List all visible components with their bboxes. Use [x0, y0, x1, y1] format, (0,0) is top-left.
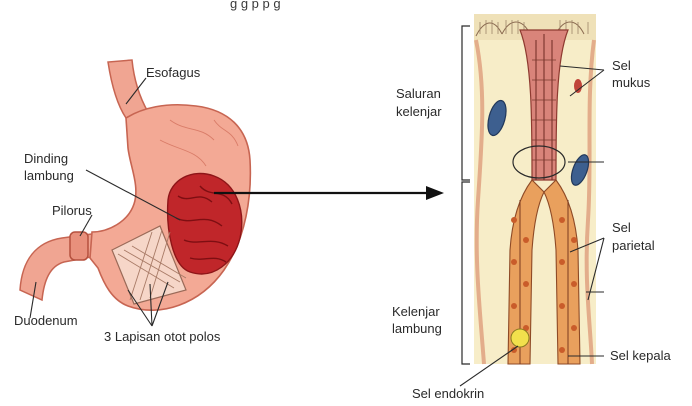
label-sel-endokrin: Sel endokrin	[412, 386, 484, 401]
label-sel-parietal-2: parietal	[612, 238, 655, 253]
pylorus-shape	[70, 232, 88, 260]
label-dinding-1: Dinding	[24, 151, 68, 166]
label-sel-parietal-1: Sel	[612, 220, 631, 235]
endocrine-cell	[511, 329, 529, 347]
gland-illustration	[474, 14, 596, 364]
label-pilorus: Pilorus	[52, 203, 92, 218]
label-dinding-2: lambung	[24, 168, 74, 183]
label-kelenjar-1: Kelenjar	[392, 304, 440, 319]
zoom-arrow-head	[426, 186, 444, 200]
label-saluran-1: Saluran	[396, 86, 441, 101]
small-vessel	[574, 79, 582, 93]
caption-partial: g g p p g	[230, 0, 281, 11]
label-sel-mukus-1: Sel	[612, 58, 631, 73]
label-sel-mukus-2: mukus	[612, 75, 651, 90]
saluran-bracket	[462, 26, 470, 180]
label-sel-kepala: Sel kepala	[610, 348, 671, 363]
stomach-illustration	[20, 60, 250, 310]
label-duodenum: Duodenum	[14, 313, 78, 328]
label-saluran-2: kelenjar	[396, 104, 442, 119]
kelenjar-bracket	[462, 182, 470, 364]
label-esofagus: Esofagus	[146, 65, 201, 80]
esophagus-shape	[108, 60, 148, 118]
label-lapisan-otot: 3 Lapisan otot polos	[104, 329, 221, 344]
label-kelenjar-2: lambung	[392, 321, 442, 336]
